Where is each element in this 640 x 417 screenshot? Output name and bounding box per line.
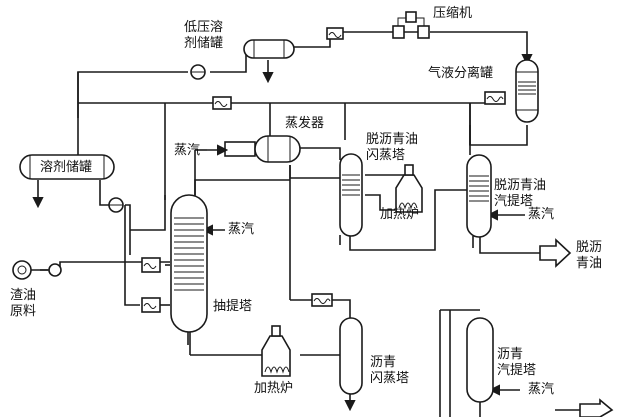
label-steam-stripper-2: 蒸汽	[528, 382, 555, 397]
tower-icon	[339, 317, 363, 395]
tower-icon	[170, 194, 208, 333]
label-evaporator: 蒸发器	[285, 116, 325, 131]
vessel-icon	[254, 135, 301, 163]
vessel-icon	[243, 39, 295, 59]
heater-furnace-icon	[261, 325, 291, 377]
pump-icon	[108, 197, 124, 213]
vessel-icon	[224, 141, 256, 157]
label-heater-1: 加热炉	[380, 207, 420, 222]
bottom-arrow	[579, 398, 614, 417]
label-steam-stripper-1: 蒸汽	[528, 207, 555, 222]
label-steam-evaporator: 蒸汽	[174, 143, 201, 158]
vessel-icon	[19, 154, 115, 180]
label-deasphalted-flash: 脱沥青油 闪蒸塔	[366, 132, 419, 163]
asphalt-stripper	[466, 317, 494, 403]
deasphalted-oil-product-arrow	[539, 238, 572, 268]
label-heater-2: 加热炉	[254, 381, 294, 396]
label-compressor: 压缩机	[433, 6, 473, 21]
gas-liquid-separator	[515, 59, 539, 123]
label-solvent-tank: 溶剂储罐	[40, 160, 93, 175]
evaporator	[207, 135, 301, 163]
arrow-icon	[539, 238, 572, 268]
label-extractor: 抽提塔	[213, 299, 253, 314]
label-deasphalted-stripper: 脱沥青油 汽提塔	[494, 178, 547, 209]
deasphalted-oil-stripper	[466, 154, 492, 238]
heater-furnace-icon	[395, 164, 423, 213]
tower-icon	[466, 317, 494, 403]
label-gas-liquid-separator: 气液分离罐	[428, 66, 494, 81]
label-steam-extractor: 蒸汽	[228, 222, 255, 237]
label-deasphalted-product: 脱沥 青油	[576, 240, 603, 271]
solvent-storage-tank	[19, 154, 115, 180]
label-residue-feed: 渣油 原料	[10, 288, 37, 319]
compressor	[392, 11, 430, 39]
label-asphalt-flash: 沥青 闪蒸塔	[370, 355, 410, 386]
cooler-icon	[212, 96, 232, 110]
low-pressure-solvent-tank	[243, 39, 295, 59]
cooler-icon	[141, 297, 161, 313]
deasphalted-oil-flash-tower	[339, 153, 363, 237]
asphalt-flash-tower	[339, 317, 363, 395]
pump-icon	[190, 64, 206, 80]
valve-icon	[417, 25, 430, 39]
valve-icon	[405, 11, 417, 23]
cooler-icon	[484, 91, 506, 105]
vessel-icon	[515, 59, 539, 123]
valve-icon	[392, 25, 405, 39]
pipe-network	[30, 31, 594, 417]
label-asphalt-stripper: 沥青 汽提塔	[497, 347, 537, 378]
arrow-icon	[579, 398, 614, 417]
extraction-tower	[170, 194, 208, 333]
label-low-pressure-tank: 低压溶 剂储罐	[184, 20, 224, 51]
pump-icon	[12, 260, 62, 280]
cooler-icon	[326, 27, 344, 40]
cooler-icon	[141, 257, 161, 273]
cooler-icon	[311, 293, 333, 307]
